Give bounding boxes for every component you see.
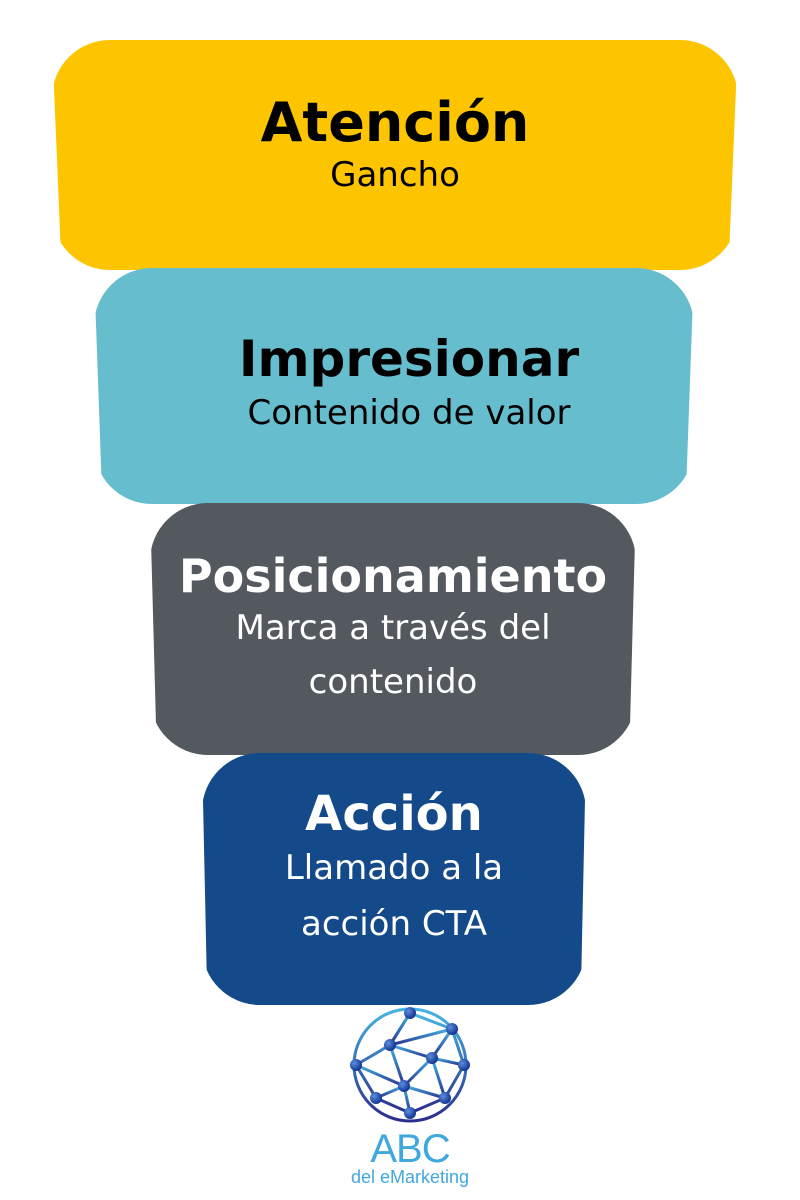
logo-tagline: del eMarketing (350, 1167, 470, 1187)
stage-subtitle-line-1: Marca a través del (235, 608, 551, 649)
stage-subtitle-line-2: contenido (308, 662, 478, 703)
funnel-stage-atencion: Atención Gancho (52, 40, 738, 270)
stage-title: Atención (260, 91, 530, 155)
funnel-stage-impresionar: Impresionar Contenido de valor (94, 268, 694, 504)
stage-title: Impresionar (238, 329, 580, 388)
funnel-stage-accion: Acción Llamado a la acción CTA (202, 753, 586, 1005)
stage-subtitle-line-2: acción CTA (301, 904, 487, 945)
network-globe-icon (350, 1007, 470, 1123)
stage-subtitle-line-1: Llamado a la (284, 848, 504, 889)
stage-subtitle: Gancho (330, 154, 460, 195)
funnel-stage-posicionamiento: Posicionamiento Marca a través del conte… (150, 503, 636, 755)
stage-subtitle: Contenido de valor (247, 392, 571, 433)
stage-title: Posicionamiento (178, 548, 608, 603)
stage-title: Acción (305, 785, 483, 842)
abc-emarketing-logo: ABC del eMarketing (330, 1003, 490, 1193)
logo-brand-text: ABC (370, 1127, 450, 1171)
